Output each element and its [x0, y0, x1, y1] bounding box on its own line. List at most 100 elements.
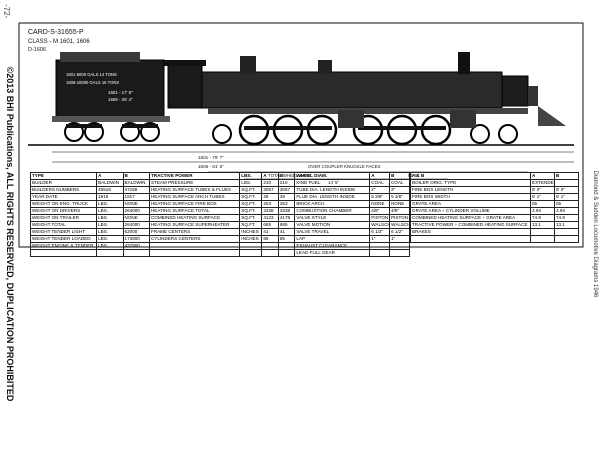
spec-left-cell: SQ.FT. [239, 200, 263, 208]
spec-left-cell: A [96, 172, 124, 180]
spec-left-cell: LBS. [96, 207, 124, 215]
spec-right-cell: COMBINED HEATING SURFACE ÷ GRATE AREA [410, 214, 531, 222]
spec-left-cell: SQ.FT. [239, 193, 263, 201]
spec-left-cell: 3057 [277, 186, 296, 194]
spec-left-cell: LEAD FULL GEAR [294, 249, 371, 257]
spec-left-cell [389, 242, 410, 250]
right-caption: Diamond & Sudden Locomotive Diagrams 194… [588, 0, 602, 467]
spec-left-cell: 46518 [96, 186, 124, 194]
spec-left-cell: TUBE DIA. LENGTH INSIDE [294, 186, 371, 194]
page-number: -72- [2, 4, 11, 19]
spec-left-row: LEAD FULL GEAR [29, 249, 410, 257]
spec-right-cell: EXTENDED [530, 179, 555, 187]
spec-left-cell: LBS. [96, 242, 124, 250]
spec-left-cell [96, 249, 124, 257]
spec-left-cell: 685 [261, 221, 279, 229]
spec-left-cell: 5 3/8" [369, 193, 391, 201]
right-caption-text: Diamond & Sudden Locomotive Diagrams 194… [592, 170, 598, 297]
spec-left-cell: WALSCH. [369, 221, 391, 229]
spec-left-cell: COAL [389, 179, 410, 187]
spec-left-cell: COMBINED HEATING SURFACE [148, 214, 241, 222]
spec-left-cell: 253 [277, 200, 296, 208]
spec-left-cell: WEIGHT ENGINE & TENDER [29, 242, 98, 250]
spec-right-cell [554, 235, 579, 243]
diagram-drawing: CARD-S-31655-P CLASS - M 1601, 1606 D-16… [18, 22, 584, 248]
spec-left-cell: TRACTIVE POWER [148, 172, 241, 180]
spec-right-cell: A & B [410, 172, 531, 180]
spec-left-cell: 2" [369, 186, 391, 194]
spec-left-cell: 28 [277, 193, 296, 201]
spec-left-cell: 264000 [122, 221, 150, 229]
spec-left-cell: LAP [294, 235, 371, 243]
spec-left-cell: 437800 [122, 242, 150, 250]
spec-right-cell [530, 228, 555, 236]
spec-left-cell: 47168 [122, 186, 150, 194]
spec-left-cell: NONE [122, 214, 150, 222]
spec-right-cell: 9' 0" [530, 186, 555, 194]
spec-left-cell: 5 3/8" [389, 193, 410, 201]
dim-note-3: 1601 - 76' 7" [198, 155, 224, 160]
spec-left-cell: 4178 [277, 214, 296, 222]
spec-right-cell [410, 235, 531, 243]
spec-left-cell: VALVE STYLE [294, 214, 371, 222]
spec-left-cell: LBS. [96, 221, 124, 229]
spec-right-row: BOILER ORIG. TYPEEXTENDED [410, 179, 579, 187]
dim-note-4: 1606 - 81' 6" [198, 164, 224, 169]
spec-left-cell: 4/8" [369, 207, 391, 215]
spec-left-cell: 4/8" [389, 207, 410, 215]
spec-left-cell: NONE [389, 200, 410, 208]
spec-left-cell: LBS. [96, 235, 124, 243]
card-title-line-1: CARD-S-31655-P [28, 29, 84, 36]
spec-right-cell: 13.1 [554, 221, 579, 229]
spec-left-cell: 173800 [122, 235, 150, 243]
spec-left-cell: TYPE [29, 172, 98, 180]
spec-left-cell: BALDWIN [96, 179, 124, 187]
spec-left-cell: SQ.FT. [239, 186, 263, 194]
spec-left-cell [369, 242, 391, 250]
spec-right-cell: 6' 1" [530, 193, 555, 201]
spec-right-row: TRACTIVE POWER ÷ COMBINED HEATING SURFAC… [410, 221, 579, 229]
spec-right-row: BRAKES [410, 228, 579, 236]
spec-left-cell [369, 249, 391, 257]
spec-left-cell: VALVE MOTION [294, 221, 371, 229]
spec-left-cell: B [389, 172, 410, 180]
card-title-line-2: CLASS - M 1601, 1606 [28, 39, 90, 45]
spec-left-cell: WEIGHT TENDER LIGHT [29, 228, 98, 236]
dim-note-1: 1601 - 17' 8" [108, 90, 133, 95]
spec-left-cell: PISTON [369, 214, 391, 222]
tender-note-2: 1606-10000 GALS 15 TONS [66, 80, 119, 85]
spec-left-cell: VALVE TRAVEL [294, 228, 371, 236]
spec-left-cell [389, 249, 410, 257]
spec-left-cell [277, 242, 296, 250]
spec-left-cell: 3338 [277, 207, 296, 215]
spec-left-cell: 28 [261, 193, 279, 201]
spec-left-cell: 210 [277, 179, 296, 187]
spec-right-cell: 13.1 [530, 221, 555, 229]
spec-right-cell: BOILER ORIG. TYPE [410, 179, 531, 187]
spec-left-cell: COAL [369, 179, 391, 187]
spec-left-cell: BUILDERS NUMBERS [29, 186, 98, 194]
spec-left-cell: COMBUSTION CHAMBER [294, 207, 371, 215]
spec-left-cell [239, 242, 263, 250]
spec-left-cell [148, 242, 241, 250]
spec-left-cell: 1916 [96, 193, 124, 201]
spec-left-cell: HEATING SURFACE TOTAL [148, 207, 241, 215]
spec-right-cell [530, 235, 555, 243]
spec-left-cell: B [277, 172, 296, 180]
spec-right-cell: FIRE BOX LENGTH [410, 186, 531, 194]
spec-right-cell: GRATE AREA [410, 200, 531, 208]
spec-left-cell: SQ.FT. [239, 207, 263, 215]
spec-right-cell: 9' 0" [554, 186, 579, 194]
spec-left-cell: CYLINDERS CENTERS [148, 235, 241, 243]
